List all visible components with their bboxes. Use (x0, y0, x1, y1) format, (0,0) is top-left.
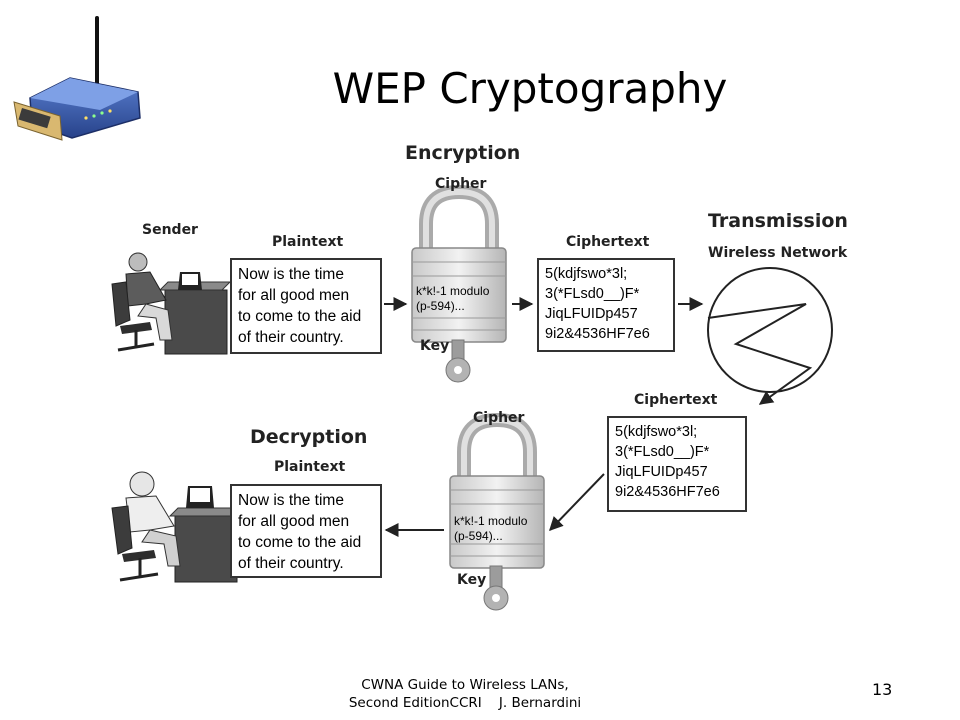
transmission-heading: Transmission (708, 210, 848, 232)
arrow-ciphertext-to-decipher (549, 473, 605, 532)
cipher-text-line: (p-594)... (454, 529, 503, 543)
decryption-heading: Decryption (250, 426, 368, 448)
encryption-ciphertext-box: 5(kdjfswo*3l; 3(*FLsd0__)F* JiqLFUIDp457… (537, 258, 675, 352)
ciphertext-line: 5(kdjfswo*3l; (545, 266, 628, 282)
plaintext-line: for all good men (238, 513, 350, 530)
decryption-ciphertext-label: Ciphertext (634, 392, 718, 408)
encryption-key-label: Key (420, 338, 450, 354)
receiver-person-icon (111, 471, 242, 583)
slide-title: WEP Cryptography (332, 64, 728, 113)
decryption-ciphertext-box: 5(kdjfswo*3l; 3(*FLsd0__)F* JiqLFUIDp457… (607, 416, 747, 512)
encryption-padlock-icon (411, 184, 507, 343)
decryption-key-icon (483, 565, 509, 611)
plaintext-line: to come to the aid (238, 308, 362, 325)
plaintext-line: for all good men (238, 287, 350, 304)
ciphertext-line: 3(*FLsd0__)F* (615, 444, 710, 460)
ciphertext-line: 5(kdjfswo*3l; (615, 424, 698, 440)
sender-label: Sender (142, 222, 198, 238)
ciphertext-line: JiqLFUIDp457 (545, 306, 638, 322)
decryption-plaintext-label: Plaintext (274, 459, 346, 475)
ciphertext-line: 9i2&4536HF7e6 (615, 484, 720, 500)
ciphertext-line: 9i2&4536HF7e6 (545, 326, 650, 342)
plaintext-line: of their country. (238, 329, 344, 346)
plaintext-line: of their country. (238, 555, 344, 572)
encryption-key-icon (445, 339, 471, 383)
decryption-padlock-icon (449, 412, 545, 569)
footer-line: Second EditionCCRI J. Bernardini (348, 695, 582, 711)
decryption-cipher-label: Cipher (473, 410, 525, 426)
cipher-text-line: k*k!-1 modulo (416, 284, 490, 298)
plaintext-line: Now is the time (238, 266, 344, 283)
sender-person-icon (111, 252, 232, 355)
footer-line: CWNA Guide to Wireless LANs, (361, 677, 569, 693)
encryption-cipher-text: k*k!-1 modulo (p-594)... (416, 284, 489, 314)
ciphertext-line: 3(*FLsd0__)F* (545, 286, 640, 302)
encryption-plaintext-label: Plaintext (272, 234, 344, 250)
page-number: 13 (872, 680, 893, 699)
decryption-cipher-text: k*k!-1 modulo (p-594)... (454, 514, 527, 544)
encryption-heading: Encryption (405, 142, 521, 164)
slide-footer: CWNA Guide to Wireless LANs, Second Edit… (300, 676, 630, 712)
cipher-text-line: (p-594)... (416, 299, 465, 313)
plaintext-line: to come to the aid (238, 534, 362, 551)
decryption-key-label: Key (457, 572, 487, 588)
plaintext-line: Now is the time (238, 492, 344, 509)
encryption-cipher-label: Cipher (435, 176, 487, 192)
router-logo-icon (13, 16, 141, 141)
encryption-ciphertext-label: Ciphertext (566, 234, 650, 250)
decryption-plaintext-box: Now is the time for all good men to come… (230, 484, 382, 578)
encryption-plaintext-box: Now is the time for all good men to come… (230, 258, 382, 354)
wireless-network-label: Wireless Network (708, 245, 848, 261)
ciphertext-line: JiqLFUIDp457 (615, 464, 708, 480)
cipher-text-line: k*k!-1 modulo (454, 514, 528, 528)
wireless-network-icon (707, 267, 833, 405)
